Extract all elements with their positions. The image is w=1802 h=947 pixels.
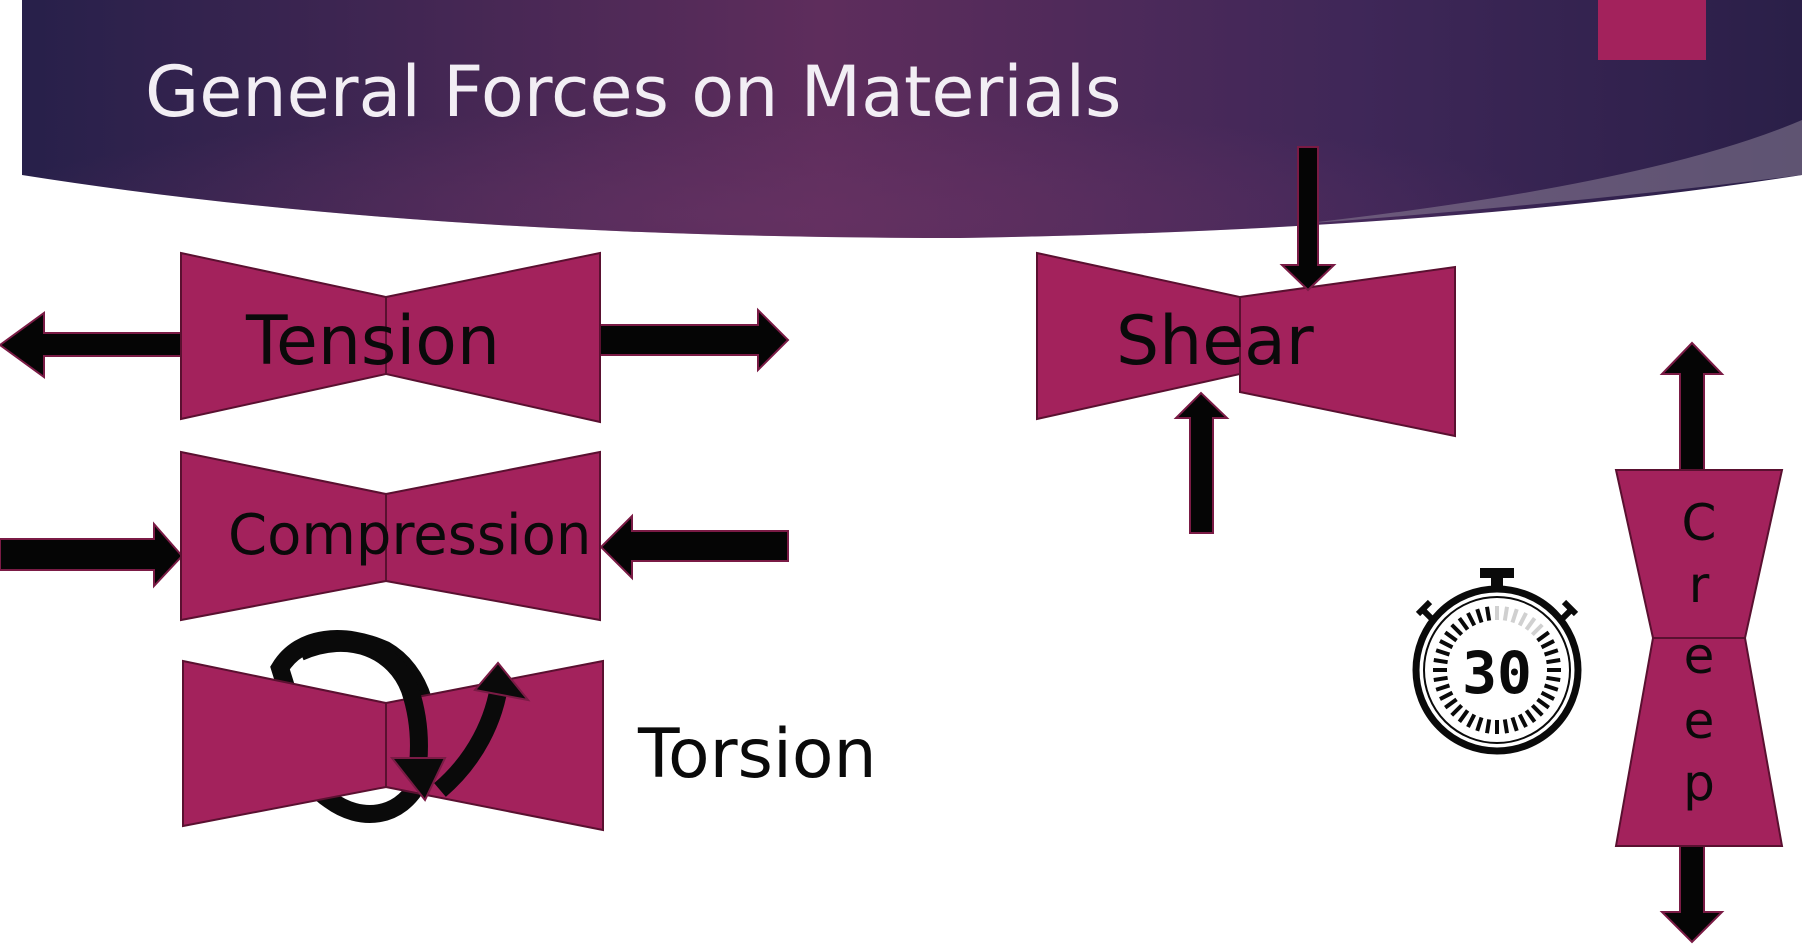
shear-specimen-right <box>1239 265 1456 438</box>
stopwatch-tick <box>1433 675 1448 682</box>
stopwatch-tick <box>1540 639 1555 650</box>
stopwatch-tick <box>1433 658 1448 665</box>
creep-arrow-up <box>1659 341 1725 471</box>
stopwatch-tick <box>1524 617 1537 631</box>
stopwatch-tick <box>1543 683 1559 692</box>
stopwatch-tick <box>1502 606 1509 621</box>
stopwatch-tick <box>1540 690 1555 701</box>
creep-letter-4: e <box>1684 692 1715 750</box>
stopwatch-tick <box>1444 697 1458 710</box>
stopwatch-tick <box>1510 608 1519 624</box>
stopwatch-tick <box>1475 716 1484 732</box>
compression-arrow-left <box>0 521 184 589</box>
creep-letter-1: C <box>1682 494 1717 552</box>
creep-letter-2: r <box>1689 556 1710 614</box>
shear-arrow-down <box>1279 146 1337 292</box>
stopwatch-tick <box>1450 703 1464 717</box>
slide-title: General Forces on Materials <box>145 51 1122 133</box>
stopwatch-tick <box>1475 608 1484 624</box>
stopwatch-tick <box>1546 658 1561 665</box>
stopwatch-tick <box>1450 623 1464 637</box>
stopwatch-tick <box>1546 675 1561 682</box>
stopwatch-tick <box>1510 716 1519 732</box>
compression-specimen-right <box>385 450 601 622</box>
stopwatch-tick <box>1457 709 1470 723</box>
stopwatch-tick <box>1485 606 1492 621</box>
creep-arrow-down <box>1659 844 1725 944</box>
stopwatch-tick <box>1517 713 1528 728</box>
stopwatch-tick <box>1530 623 1544 637</box>
stopwatch-tick <box>1435 648 1451 657</box>
compression-label: Compression <box>228 503 591 568</box>
compression-group: Compression <box>0 450 789 622</box>
creep-letter-5: p <box>1683 754 1715 812</box>
stopwatch-tick <box>1444 630 1458 643</box>
stopwatch-tick <box>1543 648 1559 657</box>
stopwatch-tick <box>1517 612 1528 627</box>
shear-arrow-up <box>1173 391 1230 534</box>
stopwatch-ticks <box>1433 606 1561 734</box>
torsion-label: Torsion <box>637 715 877 794</box>
stopwatch-tick <box>1439 690 1454 701</box>
shear-label: Shear <box>1116 302 1314 381</box>
compression-arrow-right <box>599 513 789 581</box>
torsion-group: Torsion <box>182 630 877 832</box>
tension-arrow-left <box>0 311 183 379</box>
tension-arrow-right <box>597 307 790 373</box>
accent-square <box>1598 0 1706 60</box>
creep-group: C r e e p <box>1614 341 1784 944</box>
tension-group: Tension <box>0 251 790 424</box>
stopwatch-tick <box>1466 713 1477 728</box>
tension-label: Tension <box>245 302 500 381</box>
stopwatch-tick <box>1435 683 1451 692</box>
stopwatch-tick <box>1502 719 1509 734</box>
stopwatch-tick <box>1439 639 1454 650</box>
torsion-specimen-left <box>182 659 387 828</box>
stopwatch-tick <box>1466 612 1477 627</box>
stopwatch-tick <box>1536 630 1550 643</box>
stopwatch-tick <box>1485 719 1492 734</box>
stopwatch-tick <box>1536 697 1550 710</box>
tension-specimen-right <box>385 251 601 424</box>
creep-specimen-bottom <box>1614 637 1784 847</box>
creep-label: C r e e p <box>1682 494 1717 812</box>
header-banner <box>22 0 1802 238</box>
creep-letter-3: e <box>1684 627 1715 685</box>
stopwatch-icon: 30 <box>1412 568 1582 755</box>
stopwatch-value: 30 <box>1462 639 1532 707</box>
stopwatch-tick <box>1530 703 1544 717</box>
stopwatch-tick <box>1524 709 1537 723</box>
shear-group: Shear <box>1036 146 1456 534</box>
stopwatch-tick <box>1457 617 1470 631</box>
twist-arrow-icon <box>296 633 531 802</box>
